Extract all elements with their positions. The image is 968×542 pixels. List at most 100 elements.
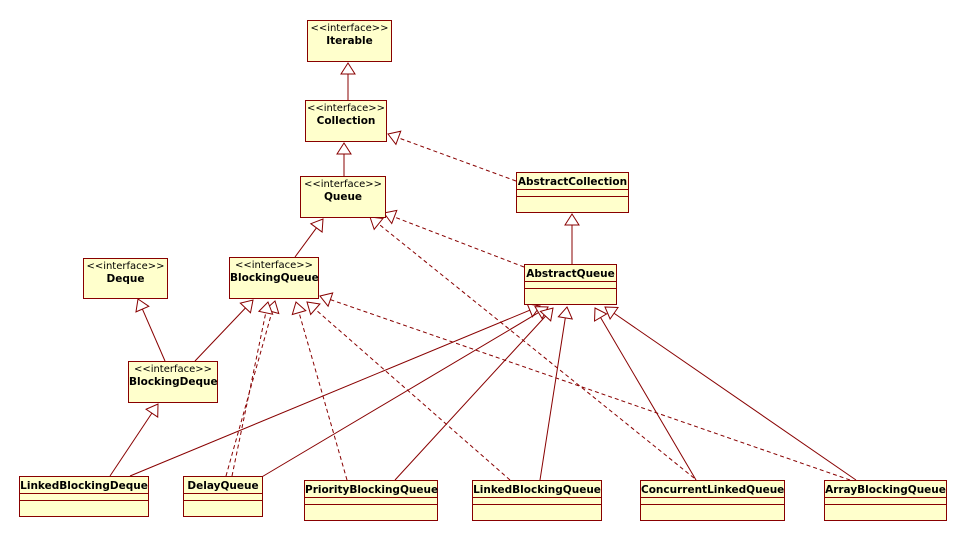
linkedblockingdeque-bq-line [225,300,280,477]
operations-compartment [20,501,148,508]
linkedblockingqueue-bq-segment [314,308,511,481]
iterable-extends-line [340,62,356,100]
abstractqueue-impl-line [383,209,525,268]
abstract-collection-class-box[interactable]: AbstractCollection [516,172,629,213]
stereotype-label: <<interface>> [133,364,213,375]
class-name: LinkedBlockingDeque [20,477,148,494]
abstract-queue-class-box[interactable]: AbstractQueue [524,264,617,305]
hollow-arrowhead [383,209,398,225]
hollow-arrowhead [604,306,619,321]
arrayblocking-bq-line [319,292,851,481]
delay-queue-class-box[interactable]: DelayQueue [183,476,263,517]
class-name: AbstractQueue [525,265,616,282]
queue-interface-box[interactable]: <<interface>> Queue [300,176,386,218]
concurrentlinked-aq-segment [600,317,697,481]
abstractqueue-extends-line [564,213,580,264]
priorityblocking-aq-line [394,307,554,481]
hollow-arrowhead [291,301,307,316]
concurrent-linked-queue-class-box[interactable]: ConcurrentLinkedQueue [640,480,785,521]
delayqueue-aq-line [259,306,549,479]
abstractqueue-impl-segment [394,216,525,268]
hollow-arrowhead [239,299,254,314]
operations-compartment [473,505,601,512]
hollow-arrowhead [145,403,159,418]
blocking-queue-interface-box[interactable]: <<interface>> BlockingQueue [229,257,319,299]
interface-name: BlockingDeque [129,376,218,388]
concurrentlinked-queue-line [369,216,695,479]
delayqueue-aq-segment [259,312,539,479]
interface-name: Queue [323,191,363,203]
hollow-arrowhead [257,301,274,315]
linkedblockingqueue-aq-segment [539,317,566,481]
hollow-arrowhead [557,306,574,320]
hollow-arrowhead [135,298,150,313]
class-name: LinkedBlockingQueue [473,481,601,498]
operations-compartment [184,501,262,508]
hollow-arrowhead [319,292,334,308]
blockingqueue-extends-line [194,299,254,362]
hollow-arrowhead [336,142,352,155]
deque-interface-box[interactable]: <<interface>> Deque [83,258,168,299]
attributes-compartment [517,190,628,197]
deque-extends-segment [141,308,166,362]
hollow-arrowhead [539,307,554,322]
linkedblockingdeque-bq-segment [225,311,273,477]
arrayblocking-aq-line [604,306,857,481]
priorityblocking-bq-line [291,301,348,481]
linkedblockingqueue-aq-line [539,306,574,481]
interface-name: Iterable [326,35,373,47]
priority-blocking-queue-class-box[interactable]: PriorityBlockingQueue [304,480,438,521]
linkedblockingqueue-bq-line [306,301,511,481]
array-blocking-queue-class-box[interactable]: ArrayBlockingQueue [824,480,947,521]
hollow-arrowhead [309,218,324,233]
arrayblocking-bq-segment [330,299,851,481]
interface-name: Deque [106,273,145,285]
attributes-compartment [184,494,262,501]
stereotype-label: <<interface>> [86,261,165,272]
linkedblockingdeque-deque-segment [109,412,153,477]
attributes-compartment [825,498,946,505]
operations-compartment [517,197,628,204]
hollow-arrowhead [306,301,321,316]
priorityblocking-bq-segment [298,312,348,481]
interface-name: Collection [316,115,376,127]
hollow-arrowhead [564,213,580,226]
collection-extends-line [336,142,352,176]
operations-compartment [825,505,946,512]
class-name: PriorityBlockingQueue [305,481,438,498]
priorityblocking-aq-segment [394,315,546,481]
attributes-compartment [525,282,616,289]
class-name: ConcurrentLinkedQueue [641,481,784,498]
queue-extends-line [294,218,324,258]
arrayblocking-aq-segment [613,312,857,481]
linked-blocking-deque-class-box[interactable]: LinkedBlockingDeque [19,476,149,517]
stereotype-label: <<interface>> [303,179,383,190]
operations-compartment [641,505,784,512]
hollow-arrowhead [387,130,402,146]
hollow-arrowhead [369,216,384,231]
abstractcollection-impl-line [387,130,517,182]
blocking-deque-interface-box[interactable]: <<interface>> BlockingDeque [128,361,218,403]
concurrentlinked-aq-line [594,307,697,481]
attributes-compartment [20,494,148,501]
operations-compartment [525,289,616,296]
class-name: AbstractCollection [517,173,628,190]
hollow-arrowhead [340,62,356,75]
interface-name: BlockingQueue [230,272,319,284]
attributes-compartment [473,498,601,505]
hollow-arrowhead [594,307,608,322]
linkedblockingdeque-aq-segment [129,309,531,477]
operations-compartment [305,505,437,512]
class-name: ArrayBlockingQueue [825,481,946,498]
linkedblockingdeque-deque-line [109,403,159,477]
abstractcollection-impl-segment [398,137,517,182]
deque-extends-line [135,298,166,362]
stereotype-label: <<interface>> [234,260,314,271]
iterable-interface-box[interactable]: <<interface>> Iterable [307,20,392,62]
linked-blocking-queue-class-box[interactable]: LinkedBlockingQueue [472,480,602,521]
collection-interface-box[interactable]: <<interface>> Collection [305,100,387,142]
queue-extends-segment [294,227,317,258]
concurrentlinked-queue-segment [378,223,695,479]
stereotype-label: <<interface>> [306,103,386,114]
